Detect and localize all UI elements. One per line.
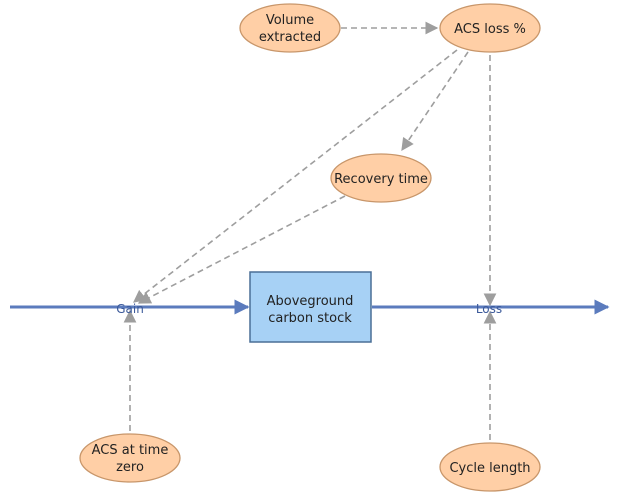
variable-ellipse: [330, 153, 432, 203]
stock-aboveground-carbon[interactable]: Aboveground carbon stock: [249, 271, 372, 343]
variable-label-line1: Volume: [266, 13, 314, 28]
variable-volume-extracted[interactable]: Volume extracted: [239, 3, 341, 53]
variable-cycle-length[interactable]: Cycle length: [439, 442, 541, 492]
stock-box: [249, 271, 372, 343]
stock-label-line1: Aboveground: [267, 294, 354, 309]
loss-flow-label: Loss: [476, 302, 502, 316]
variable-label-line2: zero: [116, 460, 144, 475]
stock-label-line2: carbon stock: [268, 311, 352, 326]
variable-label-line1: ACS at time: [92, 443, 169, 458]
variable-recovery-time[interactable]: Recovery time: [330, 153, 432, 203]
variable-acs-at-time-zero[interactable]: ACS at time zero: [79, 433, 181, 483]
variable-acs-loss[interactable]: ACS loss %: [439, 3, 541, 53]
arrow-acsloss-to-recovery: [401, 51, 469, 152]
arrow-acsloss-to-gain: [132, 49, 458, 303]
variable-label-line1: Recovery time: [334, 172, 428, 187]
variable-label-line1: ACS loss %: [454, 22, 526, 37]
variable-ellipse: [439, 3, 541, 53]
gain-flow-label: Gain: [116, 302, 144, 316]
influence-arrows: [123, 21, 497, 440]
variable-label-line1: Cycle length: [449, 461, 530, 476]
variable-label-line2: extracted: [259, 30, 321, 45]
variable-ellipse: [79, 433, 181, 483]
variable-ellipse: [439, 442, 541, 492]
arrow-recovery-to-gain: [137, 195, 346, 304]
variable-ellipse: [239, 3, 341, 53]
